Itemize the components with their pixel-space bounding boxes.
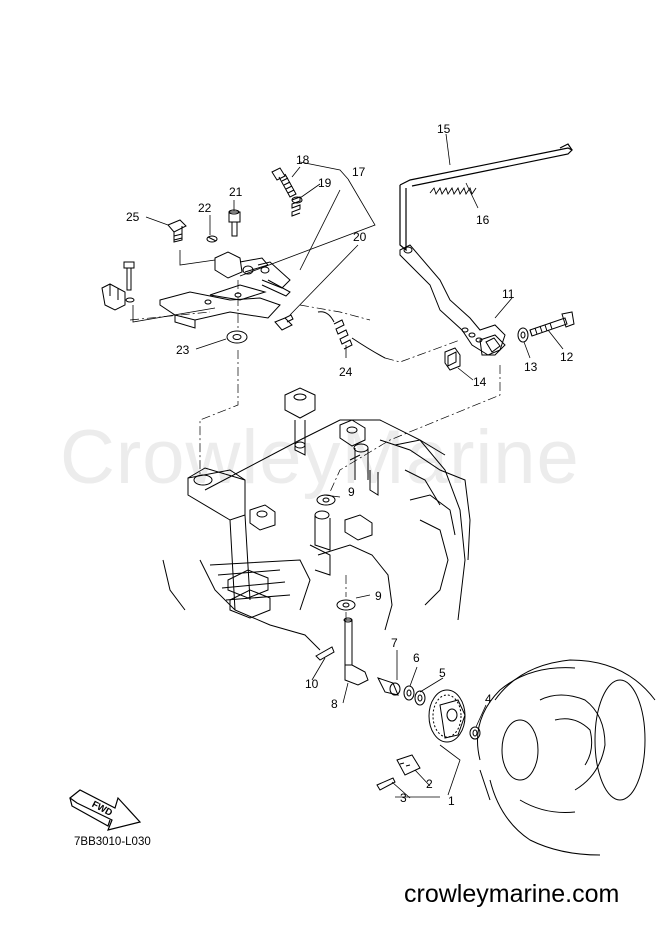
washer-9b <box>336 599 356 611</box>
callout-17: 17 <box>352 165 366 179</box>
callout-13: 13 <box>524 360 538 374</box>
site-footer: crowleymarine.com <box>404 880 620 908</box>
callout-18: 18 <box>296 153 310 167</box>
spring-19 <box>291 196 303 217</box>
screw-25 <box>167 219 187 243</box>
callout-12: 12 <box>560 350 574 364</box>
callout-11: 11 <box>502 287 515 301</box>
spring-24 <box>317 311 386 359</box>
screw-small <box>123 261 135 291</box>
callout-8: 8 <box>331 697 338 711</box>
dash-dot-lines <box>129 280 501 620</box>
washer-23 <box>226 330 248 344</box>
flywheel <box>477 659 656 856</box>
nut-14 <box>444 347 461 371</box>
washer-4 <box>469 726 481 740</box>
callout-2: 2 <box>426 777 433 791</box>
washer-5 <box>414 690 426 706</box>
shaft-8 <box>343 617 369 686</box>
bracket-plate <box>159 284 281 329</box>
callout-24: 24 <box>339 365 353 379</box>
throttle-cam-17 <box>214 251 291 297</box>
callout-16: 16 <box>476 213 490 227</box>
callout-14: 14 <box>473 375 487 389</box>
spring-connector <box>274 314 294 331</box>
link-rod-15 <box>399 143 574 252</box>
callout-15: 15 <box>437 122 451 136</box>
callout-19: 19 <box>318 176 332 190</box>
bracket-2 <box>396 754 421 776</box>
washer-13 <box>517 327 529 343</box>
callout-10: 10 <box>305 677 319 691</box>
bolt-12 <box>529 311 575 337</box>
callout-3: 3 <box>400 791 407 805</box>
clip-bracket <box>101 283 135 311</box>
washer-6 <box>403 685 415 701</box>
callout-7: 7 <box>391 636 398 650</box>
bolt-18 <box>271 167 297 198</box>
callout-1: 1 <box>448 794 455 808</box>
clip-10 <box>315 646 335 661</box>
engine-block <box>162 387 471 651</box>
pin-3 <box>376 777 396 791</box>
fwd-arrow <box>69 789 142 831</box>
lever-11 <box>399 244 506 356</box>
leader-lines <box>132 133 564 799</box>
callout-21: 21 <box>229 185 243 199</box>
callout-20: 20 <box>353 230 367 244</box>
pin-7 <box>377 677 401 696</box>
screw-21 <box>228 209 241 237</box>
callout-9-upper: 9 <box>348 485 355 499</box>
callout-23: 23 <box>176 343 190 357</box>
diagram-code: 7BB3010-L030 <box>74 836 151 848</box>
spring-16 <box>429 186 477 196</box>
gear-1 <box>428 689 466 743</box>
washer-9a <box>316 494 336 506</box>
callout-22: 22 <box>198 201 212 215</box>
callout-4: 4 <box>485 692 492 706</box>
callout-9-lower: 9 <box>375 589 382 603</box>
washer-22 <box>206 235 218 243</box>
callout-25: 25 <box>126 210 140 224</box>
callout-6: 6 <box>413 651 420 665</box>
callout-5: 5 <box>439 666 446 680</box>
